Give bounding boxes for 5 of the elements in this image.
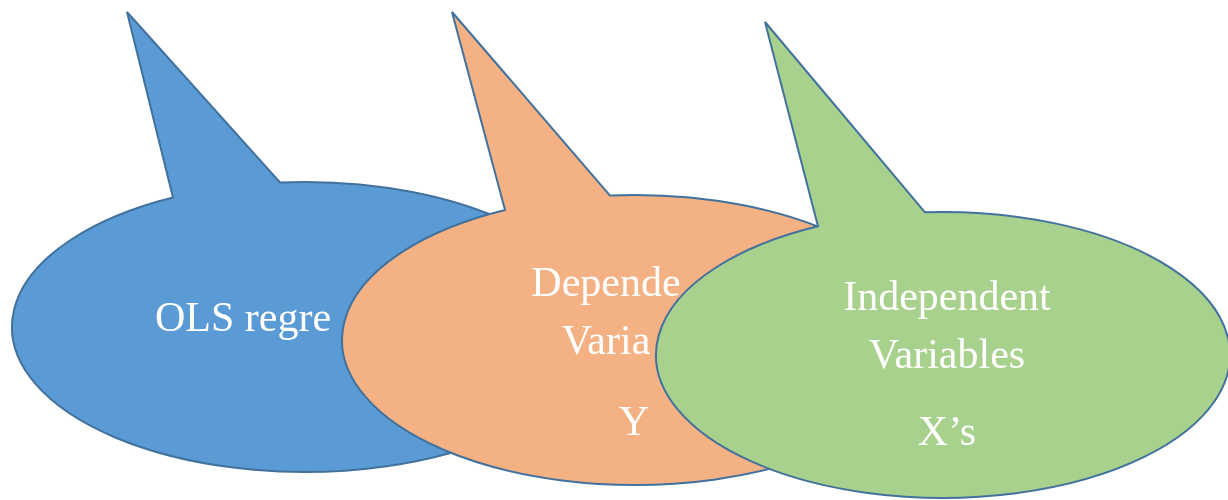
callout-text: X’s bbox=[916, 407, 978, 456]
callout-text: OLS regre bbox=[153, 293, 333, 342]
callout-text: Independent Variables bbox=[842, 272, 1052, 379]
callout-text: Y bbox=[617, 397, 651, 446]
callout-text: Depende Varia bbox=[530, 258, 682, 365]
